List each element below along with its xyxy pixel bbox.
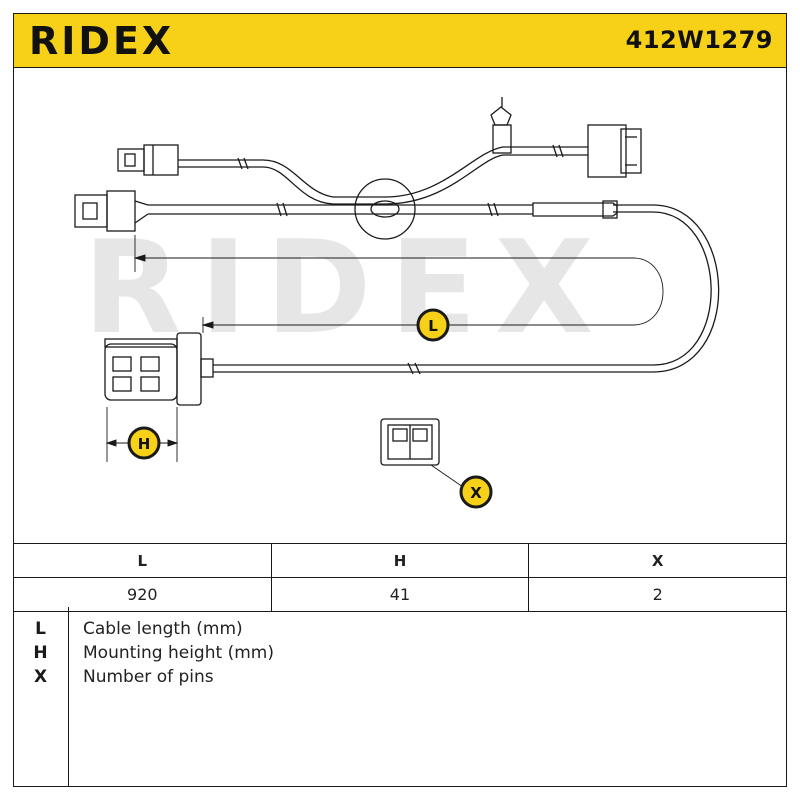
spec-value-row: 920 41 2 [13, 577, 787, 612]
legend: L Cable length (mm) H Mounting height (m… [13, 607, 787, 787]
spec-header-x: X [528, 543, 787, 578]
watermark: RIDEX [83, 214, 612, 363]
spec-value-h: 41 [270, 577, 530, 612]
legend-key: L [35, 619, 46, 639]
legend-row-x: X Number of pins [13, 667, 787, 691]
sensor-cable [74, 97, 720, 466]
header-bar: RIDEX 412W1279 [13, 13, 787, 68]
spec-header-l: L [13, 543, 272, 578]
legend-key: H [33, 643, 48, 663]
legend-description: Mounting height (mm) [83, 643, 274, 663]
spec-header-h: H [270, 543, 530, 578]
legend-row-h: H Mounting height (mm) [13, 643, 787, 667]
badge-label-h: H [138, 435, 151, 453]
ridex-logo: RIDEX [29, 22, 174, 58]
legend-divider [68, 607, 69, 787]
legend-row-l: L Cable length (mm) [13, 619, 787, 643]
spec-value-x: 2 [528, 577, 787, 612]
spec-table: L H X 920 41 2 [13, 543, 787, 612]
spec-header-row: L H X [13, 543, 787, 578]
badge-label-x: X [470, 484, 482, 502]
legend-key: X [33, 667, 48, 687]
technical-drawing: RIDEX [74, 97, 720, 509]
dimension-badge-l: L [416, 308, 450, 342]
logo-text: RIDEX [29, 22, 174, 58]
dimension-badge-h: H [127, 426, 161, 460]
legend-description: Cable length (mm) [83, 619, 243, 639]
badge-label-l: L [428, 317, 438, 335]
legend-description: Number of pins [83, 667, 214, 687]
part-number: 412W1279 [625, 26, 773, 54]
dimension-badge-x: X [459, 475, 493, 509]
